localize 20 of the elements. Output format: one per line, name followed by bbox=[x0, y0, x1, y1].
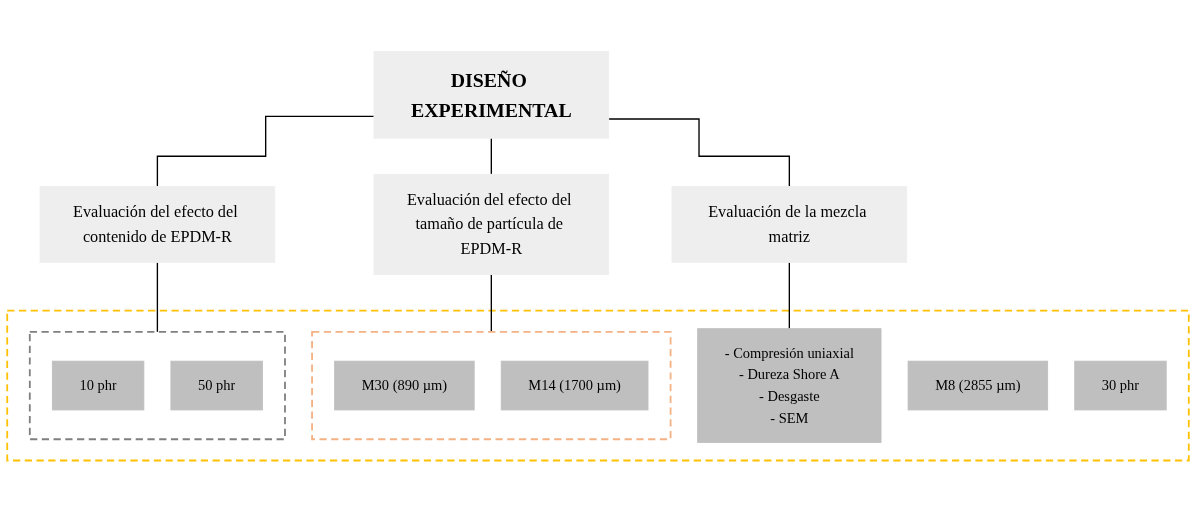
cluster bbox=[6, 309, 1190, 462]
node-box: 30 phr bbox=[1074, 360, 1167, 411]
cluster bbox=[311, 330, 672, 441]
connector bbox=[608, 118, 790, 188]
node-box: Evaluación del efecto del contenido de EPDM-R bbox=[39, 186, 276, 263]
node-box: DISEÑO EXPERIMENTAL bbox=[373, 51, 610, 139]
connector bbox=[788, 261, 790, 330]
node-box: M14 (1700 µm) bbox=[500, 360, 649, 411]
connector bbox=[490, 137, 492, 175]
node-box: 10 phr bbox=[51, 360, 145, 411]
cluster bbox=[28, 330, 286, 441]
connector bbox=[156, 261, 159, 333]
connector bbox=[490, 273, 492, 333]
node-box: M30 (890 µm) bbox=[334, 360, 475, 411]
node-box: - Compresión uniaxial - Dureza Shore A - Desgaste - SEM bbox=[697, 328, 882, 443]
node-box: Evaluación de la mezcla matriz bbox=[671, 186, 908, 263]
connector bbox=[156, 115, 375, 188]
node-box: 50 phr bbox=[170, 360, 263, 411]
node-box: Evaluación del efecto del tamaño de partícula de EPDM-R bbox=[373, 173, 610, 275]
node-box: M8 (2855 µm) bbox=[907, 360, 1049, 411]
